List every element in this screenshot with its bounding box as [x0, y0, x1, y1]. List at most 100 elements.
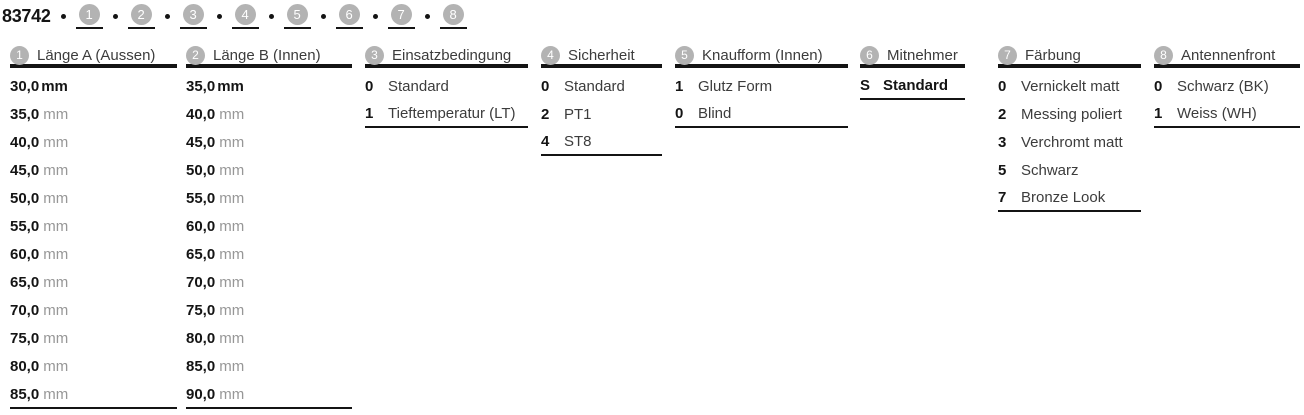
option-label: mm: [41, 77, 68, 95]
position-indicator-2: 2: [127, 4, 155, 29]
column-title: Knaufform (Innen): [702, 46, 823, 64]
option-label: mm: [219, 105, 245, 123]
option-label: Schwarz: [1021, 161, 1079, 179]
column-header: 4 Sicherheit: [541, 45, 662, 68]
option-code: 3: [998, 133, 1007, 151]
option-label: mm: [219, 385, 245, 403]
option-code: 0: [998, 77, 1007, 95]
option-code: 60,0: [186, 218, 216, 236]
option-code: 85,0: [186, 358, 216, 376]
option-label: PT1: [564, 105, 592, 123]
option-code: 75,0: [10, 330, 40, 348]
option-code: 4: [541, 132, 550, 150]
option-code: 75,0: [186, 302, 216, 320]
option-label: mm: [43, 218, 69, 236]
option-code: 40,0: [10, 133, 40, 151]
position-indicator-7: 7: [387, 4, 415, 29]
column-title: Länge B (Innen): [213, 46, 321, 64]
option-label: mm: [43, 358, 69, 376]
option-label: Schwarz (BK): [1177, 77, 1269, 95]
column-number-badge: 8: [1154, 45, 1173, 65]
column-number-badge: 4: [541, 45, 560, 65]
column-number-badge: 6: [860, 45, 879, 65]
separator-dot-icon: [424, 14, 430, 19]
column-title: Antennenfront: [1181, 46, 1276, 64]
option-code: 45,0: [186, 133, 216, 151]
option-code: 60,0: [10, 246, 40, 264]
option-code: 45,0: [10, 161, 40, 179]
position-number-badge: 6: [338, 4, 360, 25]
position-number-badge: 1: [78, 4, 100, 25]
option-code: 80,0: [186, 330, 216, 348]
option-label: Glutz Form: [698, 77, 773, 95]
position-indicator-8: 8: [439, 4, 467, 29]
position-underline: [387, 27, 415, 29]
position-underline: [231, 27, 259, 29]
position-number-badge: 4: [234, 4, 256, 25]
position-underline: [75, 27, 103, 29]
column-number-badge: 7: [998, 45, 1017, 65]
option-code: 50,0: [10, 189, 40, 207]
column-title: Sicherheit: [568, 46, 635, 64]
option-label: Blind: [698, 104, 732, 122]
option-label: mm: [43, 133, 69, 151]
column-header: 8 Antennenfront: [1154, 45, 1300, 68]
option-label: mm: [219, 302, 245, 320]
option-code: 70,0: [186, 274, 216, 292]
option-label: Verchromt matt: [1021, 133, 1123, 151]
column-title: Färbung: [1025, 46, 1081, 64]
option-code: 7: [998, 188, 1007, 206]
option-label: mm: [219, 218, 245, 236]
option-code: 35,0: [10, 105, 40, 123]
option-code: 40,0: [186, 105, 216, 123]
option-label: mm: [219, 161, 245, 179]
separator-dot-icon: [164, 14, 170, 19]
position-underline: [439, 27, 467, 29]
option-code: 0: [365, 77, 374, 95]
option-code: 55,0: [186, 189, 216, 207]
option-row: 3 Verchromt matt: [998, 128, 1141, 156]
position-indicator-1: 1: [75, 4, 103, 29]
column-number-badge: 3: [365, 45, 384, 65]
option-code: 30,0: [10, 77, 40, 95]
option-label: mm: [217, 77, 244, 95]
position-underline: [335, 27, 363, 29]
option-label: Standard: [883, 76, 949, 94]
article-number: 83742: [2, 6, 51, 26]
separator-dot-icon: [320, 14, 326, 19]
option-label: mm: [219, 189, 245, 207]
option-label: Bronze Look: [1021, 188, 1106, 206]
option-label: Vernickelt matt: [1021, 77, 1120, 95]
